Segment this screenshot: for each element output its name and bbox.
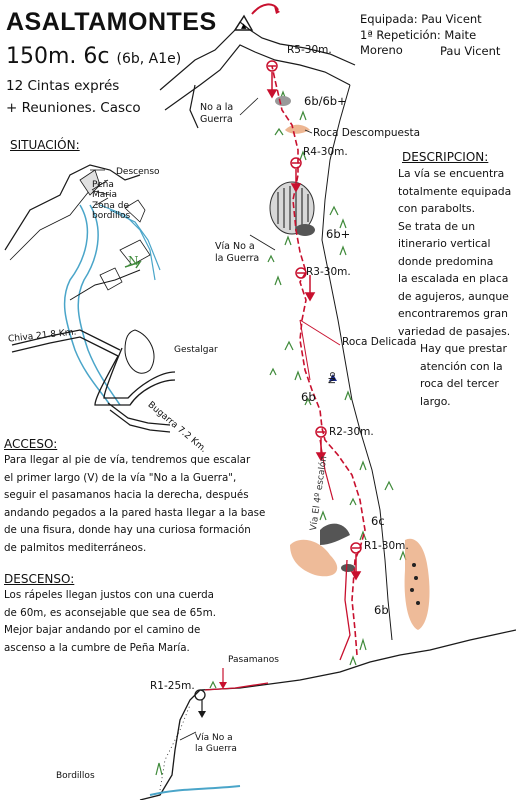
descenso-body: Los rápeles llegan justos con una cuerda… (4, 587, 234, 657)
acceso-line: Para llegar al pie de vía, tendremos que… (4, 454, 251, 466)
marker-triangle-icon (329, 374, 337, 381)
gear-line-2: + Reuniones. Casco (6, 100, 141, 116)
gear-line-1: 12 Cintas exprés (6, 78, 120, 94)
descripcion-line: itinerario vertical (398, 237, 491, 250)
grade-label-6b-mid: 6b (301, 390, 316, 404)
label-r1-25: R1-25m. (150, 680, 195, 692)
grade-main: 150m. 6c (6, 44, 110, 69)
label-bordillos: Bordillos (56, 771, 95, 781)
acceso-heading: ACCESO: (4, 437, 58, 451)
cliff-outline (321, 84, 393, 641)
situacion-heading: SITUACIÓN: (10, 138, 80, 152)
descripcion-line: la escalada en placa (398, 272, 509, 285)
label-no-vertical: No (328, 371, 338, 384)
map-label-gestalgar: Gestalgar (174, 345, 218, 355)
descenso-line: Mejor bajar andando por el camino de (4, 624, 201, 636)
grade-alt: (6b, A1e) (116, 51, 182, 67)
descenso-line: de 60m, es aconsejable que sea de 65m. (4, 606, 216, 619)
descenso-line: Los rápeles llegan justos con una cuerda (4, 589, 214, 601)
descripcion-line: totalmente equipada (398, 184, 512, 198)
descripcion-line: atención con la (420, 359, 503, 373)
label-pasamanos: Pasamanos (228, 655, 279, 665)
descenso-heading: DESCENSO: (4, 572, 75, 586)
descripcion-line: variedad de pasajes. (398, 324, 511, 338)
descripcion-line: con parabolts. (398, 202, 476, 215)
belay-stations (266, 60, 362, 554)
acceso-line: de una fisura, donde hay una curiosa for… (4, 524, 251, 536)
descripcion-body: La vía se encuentra totalmente equipada … (398, 165, 516, 410)
credit-equipada: Equipada: Pau Vicent (360, 12, 482, 26)
descripcion-line: Hay que prestar (420, 342, 507, 355)
grade-label-6bplus: 6b+ (326, 227, 351, 241)
acceso-line: el primer largo (V) de la vía "No a la G… (4, 471, 237, 484)
summit-ridge (159, 21, 356, 129)
grade-label-6c: 6c (371, 514, 385, 528)
descripcion-line: La vía se encuentra (398, 167, 505, 180)
label-r4: R4-30m. (303, 146, 348, 158)
label-r3: R3-30m. (306, 266, 351, 278)
north-indicator: N (128, 254, 139, 268)
summit-icon: ▲ (233, 14, 254, 31)
label-r2: R2-30m. (329, 426, 374, 438)
descripcion-line: donde predomina (398, 254, 494, 268)
map-label-descenso: Descenso (116, 167, 160, 177)
label-roca-descompuesta: Roca Descompuesta (313, 127, 421, 139)
acceso-line: de palmitos mediterráneos. (4, 541, 147, 554)
grade-label-6b-6bplus: 6b/6b+ (304, 94, 347, 108)
descripcion-line: encontraremos gran (398, 307, 508, 320)
descripcion-line: roca del tercer (420, 377, 499, 390)
label-r5: R5-30m. (287, 44, 332, 56)
acceso-line: andando pegados a la pared hasta llegar … (4, 506, 266, 519)
route-grade: 150m. 6c (6b, A1e) (6, 44, 181, 69)
label-via-no-guerra-low: Vía No a la Guerra (195, 733, 237, 754)
route-title: ASALTAMONTES (6, 8, 217, 36)
descripcion-line: Se trata de un (398, 219, 476, 233)
situation-map (4, 164, 176, 433)
credit-repeticion-2: Pau Vicent (440, 44, 501, 58)
map-label-zona: Zona de bordillos (92, 201, 131, 221)
descripcion-line: de agujeros, aunque (398, 289, 509, 303)
label-roca-delicada: Roca Delicada (342, 336, 417, 348)
label-via-no-guerra-mid: Vía No a la Guerra (215, 241, 260, 264)
label-no-guerra-top: No a la Guerra (200, 102, 234, 125)
grade-label-6b-low: 6b (374, 603, 389, 617)
credit-repeticion: 1ª Repetición: Maite Moreno (360, 28, 477, 57)
label-r1: R1-30m. (364, 540, 409, 552)
svg-text:▲: ▲ (241, 22, 247, 30)
acceso-body: Para llegar al pie de vía, tendremos que… (4, 452, 274, 557)
descripcion-line: largo. (420, 394, 451, 408)
descenso-line: ascenso a la cumbre de Peña María. (4, 641, 190, 654)
rock-features (269, 96, 430, 630)
descripcion-heading: DESCRIPCION: (402, 150, 489, 164)
map-label-pena-maria: Peña Maria (92, 180, 117, 200)
river-icon (149, 785, 241, 796)
ground-line (139, 629, 516, 800)
rappel-arrows (266, 72, 362, 581)
acceso-line: seguir el pasamanos hacia la derecha, de… (4, 489, 249, 501)
descent-arrow-icon (251, 3, 279, 15)
